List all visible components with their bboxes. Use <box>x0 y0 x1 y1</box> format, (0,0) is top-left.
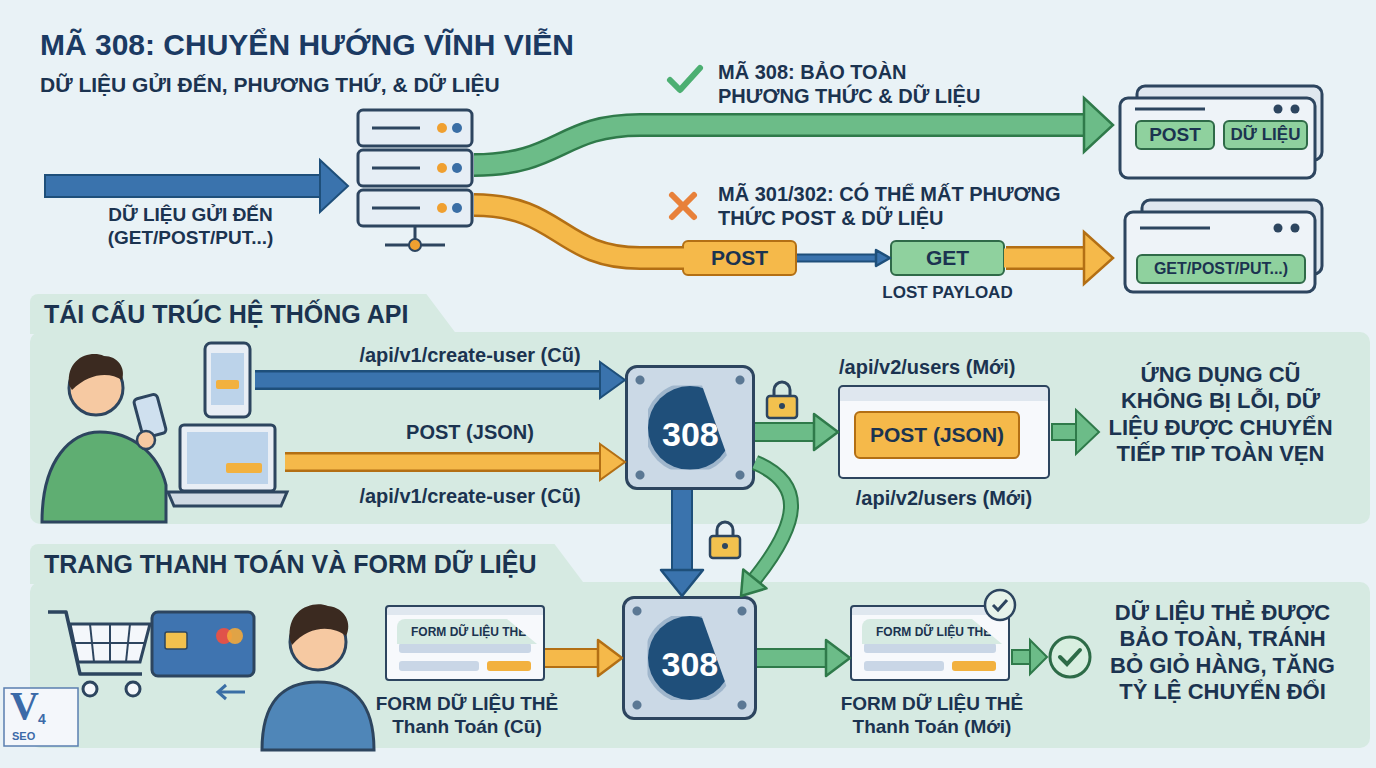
server-unit <box>358 190 472 226</box>
form-field <box>864 661 944 671</box>
server-led <box>437 123 447 133</box>
endpoint-path: /api/v1/create-user (Cũ) <box>330 343 610 367</box>
status-note: MÃ 308: BẢO TOÀN PHƯƠNG THỨC & DỮ LIỆU <box>718 60 998 108</box>
server-unit <box>358 110 472 146</box>
connector-outline <box>797 254 879 263</box>
server-led <box>452 203 462 213</box>
diagram-title: MÃ 308: CHUYỂN HƯỚNG VĨNH VIỄN <box>40 28 574 62</box>
lock-shackle <box>717 522 733 537</box>
endpoint-path: /api/v2/users (Mới) <box>825 350 1063 384</box>
form-caption: FORM DỮ LIỆU THẺ Thanh Toán (Cũ) <box>362 693 572 739</box>
server-slot <box>372 167 420 170</box>
endpoint-path: /api/v2/users (Mới) <box>830 486 1058 510</box>
node-label: DỮ LIỆU <box>1231 125 1301 145</box>
endpoint-window: /api/v2/users (Mới)POST (JSON) <box>838 385 1050 479</box>
form-title: FORM DỮ LIỆU THẺ <box>397 619 537 644</box>
form-field <box>399 643 531 653</box>
server-led <box>1274 105 1283 114</box>
status-code: 308 <box>648 616 732 700</box>
status-code: 308 <box>648 386 732 470</box>
server-stem <box>414 226 417 240</box>
method-box: POST <box>682 240 797 276</box>
server-led <box>437 203 447 213</box>
server-slot <box>1140 227 1210 230</box>
destination-server <box>1120 86 1322 178</box>
arrow-shaft <box>474 125 1088 165</box>
arrow-head <box>320 160 348 212</box>
form-field <box>399 661 479 671</box>
arrow-outline <box>474 125 1088 165</box>
cross-stroke <box>672 195 694 217</box>
form-caption: FORM DỮ LIỆU THẺ Thanh Toán (Mới) <box>827 693 1037 739</box>
node-label: GET/POST/PUT...) <box>1154 260 1288 278</box>
connector-line <box>797 256 879 261</box>
form-button <box>952 661 996 671</box>
arrow-head <box>1084 232 1113 284</box>
endpoint-path: /api/v1/create-user (Cũ) <box>330 484 610 508</box>
method-box: GET <box>890 240 1005 276</box>
check-mark <box>670 68 700 90</box>
section-heading: TÁI CẤU TRÚC HỆ THỐNG API <box>30 294 456 334</box>
node-label: GET <box>926 246 969 270</box>
result-note: DỮ LIỆU THẺ ĐƯỢC BẢO TOÀN, TRÁNH BỎ GIỎ … <box>1100 600 1345 706</box>
lock-body <box>710 536 740 558</box>
payload-box: POST (JSON) <box>854 411 1020 459</box>
server-led <box>1291 105 1300 114</box>
watermark: 4 <box>38 712 54 726</box>
method-box: POST <box>1135 120 1215 150</box>
redirect-node: 308 <box>622 596 757 720</box>
arrow-shaft <box>474 205 684 258</box>
form-button <box>487 661 531 671</box>
status-note: MÃ 301/302: CÓ THỂ MẤT PHƯƠNG THỨC POST … <box>718 182 1063 230</box>
form-title: FORM DỮ LIỆU THẺ <box>862 619 1002 644</box>
result-note: ỨNG DỤNG CŨ KHÔNG BỊ LỖI, DỮ LIỆU ĐƯỢC C… <box>1108 362 1333 468</box>
lock-icon <box>710 522 740 558</box>
input-caption: DỮ LIỆU GỬI ĐẾN (GET/POST/PUT...) <box>88 204 293 250</box>
method-box: GET/POST/PUT...) <box>1136 254 1306 284</box>
cross-mark <box>672 195 694 217</box>
lost-payload-note: LOST PAYLOAD <box>875 283 1020 303</box>
server-led <box>437 163 447 173</box>
watermark: SEO <box>12 731 52 742</box>
server-unit <box>358 150 472 186</box>
server-slot <box>1135 108 1205 111</box>
server-node <box>409 239 421 251</box>
arrow-head <box>876 250 890 266</box>
form-window: FORM DỮ LIỆU THẺFORM DỮ LIỆU THẺ Thanh T… <box>850 605 1010 681</box>
form-window: FORM DỮ LIỆU THẺFORM DỮ LIỆU THẺ Thanh T… <box>385 605 545 681</box>
server-led <box>1274 224 1283 233</box>
node-label: POST <box>1149 124 1201 146</box>
server-icon <box>358 110 472 251</box>
server-led <box>452 123 462 133</box>
redirect-node: 308 <box>625 365 755 490</box>
cross-stroke <box>672 195 694 217</box>
arrow-shaft <box>45 175 322 197</box>
server-led <box>1291 224 1300 233</box>
section-heading: TRANG THANH TOÁN VÀ FORM DỮ LIỆU <box>30 544 584 584</box>
arrow-outline <box>474 205 682 258</box>
lock-keyhole <box>722 543 728 549</box>
arrow-outline <box>1006 246 1088 270</box>
destination-server <box>1125 200 1322 292</box>
server-front <box>1125 212 1315 292</box>
arrow-shaft <box>1004 249 1088 268</box>
preserve-arrow <box>474 98 1113 165</box>
arrow-head <box>1084 98 1113 152</box>
connector <box>797 250 890 266</box>
payload-label: POST (JSON) <box>330 420 610 444</box>
server-slot <box>372 127 420 130</box>
server-led <box>452 163 462 173</box>
data-box: DỮ LIỆU <box>1223 120 1308 150</box>
form-field <box>864 643 996 653</box>
subtitle: DỮ LIỆU GỬI ĐẾN, PHƯƠNG THỨ, & DỮ LIỆU <box>40 72 740 97</box>
server-front <box>1120 98 1315 178</box>
node-label: POST <box>711 246 768 270</box>
server-slot <box>372 207 420 210</box>
